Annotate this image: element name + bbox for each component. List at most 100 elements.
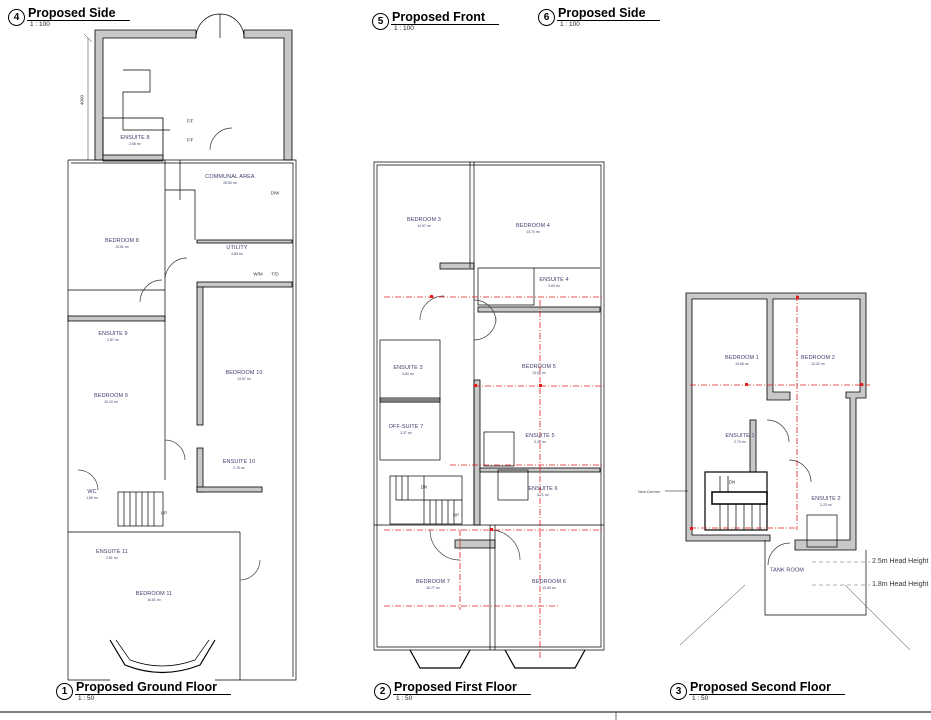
room-area: 10.65 m² (735, 361, 749, 366)
title-scale: 1 : 50 (396, 695, 413, 702)
room-name: ENSUITE 4 (539, 277, 569, 283)
room-area: 16.77 m² (426, 585, 440, 590)
room-name: COMMUNAL AREA (205, 174, 255, 180)
room-name: ENSUITE 3 (393, 365, 423, 371)
room-name: BEDROOM 5 (522, 364, 556, 370)
title-number: 1 (56, 683, 73, 700)
room-area: 3.49 m² (534, 439, 546, 444)
room-area: 3.71 m² (537, 492, 549, 497)
room-name: BEDROOM 9 (94, 393, 128, 399)
room-name: ENSUITE 8 (120, 135, 150, 141)
room-area: 2.76 m² (233, 465, 245, 470)
room-name: ENSUITE 5 (525, 433, 555, 439)
head-height-note: 2.5m Head Height (871, 558, 930, 566)
title-text: Proposed Side (557, 6, 660, 21)
room-area: 2.87 m² (107, 337, 119, 342)
room-area: 3.60 m² (548, 283, 560, 288)
room-area: 13.51 m² (115, 244, 129, 249)
stair-down-label: DN (420, 484, 428, 490)
stair-down-label: DN (728, 479, 736, 485)
room-area: 3.23 m² (820, 502, 832, 507)
room-area: 3.84 m² (402, 371, 414, 376)
room-name: BEDROOM 11 (135, 591, 173, 597)
wall (454, 539, 496, 549)
room-name: BEDROOM 10 (225, 370, 263, 376)
title-number: 3 (670, 683, 687, 700)
room-name: BEDROOM 4 (516, 223, 550, 229)
fridge-freezer-label: F/F (186, 118, 194, 124)
room-area: 3.37 m² (400, 430, 412, 435)
dishwasher-label: D/W (270, 190, 280, 196)
title-number: 4 (8, 9, 25, 26)
structural-lines (384, 295, 870, 660)
tumble-dryer-label: T/D (271, 271, 279, 277)
wall (196, 239, 293, 244)
title-text: Proposed Second Floor (689, 680, 845, 695)
room-name: ENSUITE 2 (811, 496, 841, 502)
room-area: 2.74 m² (734, 439, 746, 444)
title-text: Proposed Side (27, 6, 130, 21)
title-text: Proposed First Floor (393, 680, 531, 695)
room-area: 2.85 m² (129, 141, 141, 146)
room-name: TANK ROOM (770, 567, 804, 574)
wall (196, 447, 204, 493)
title-text: Proposed Front (391, 10, 500, 25)
wall (196, 281, 293, 288)
title-number: 2 (374, 683, 391, 700)
room-name: ENSUITE 11 (95, 549, 129, 555)
room-area: 13.87 m² (237, 376, 251, 381)
room-name: ENSUITE 9 (98, 331, 128, 337)
room-name: ENSUITE 6 (528, 486, 558, 492)
title-scale: 1 : 50 (78, 695, 95, 702)
wall (473, 379, 481, 526)
room-area: 13.60 m² (532, 370, 546, 375)
room-area: 2.81 m² (106, 555, 118, 560)
dimension-label: 4000 (79, 94, 85, 106)
room-name: ENSUITE 1 (725, 433, 755, 439)
title-scale: 1 : 100 (394, 25, 414, 32)
wall (749, 419, 757, 473)
title-scale: 1 : 100 (560, 21, 580, 28)
wall (67, 315, 166, 322)
stair-up-label: UP (160, 510, 168, 516)
wall (196, 486, 263, 493)
title-number: 6 (538, 9, 555, 26)
room-name: ENSUITE 10 (222, 459, 256, 465)
title-scale: 1 : 50 (692, 695, 709, 702)
room-name: BEDROOM 8 (105, 238, 139, 244)
wall (477, 306, 601, 313)
room-name: OFF-SUITE 7 (388, 424, 424, 430)
room-name: BEDROOM 3 (407, 217, 441, 223)
new-dormer-note: New Dormer (638, 489, 661, 494)
room-area: 16.61 m² (147, 597, 161, 602)
wall (439, 262, 475, 270)
